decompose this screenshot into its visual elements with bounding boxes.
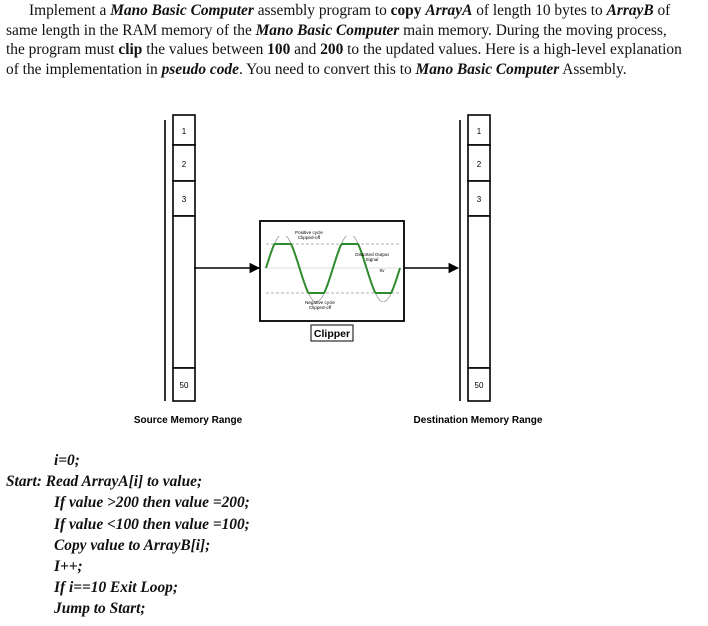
destination-range-label: Destination Memory Range	[414, 415, 543, 426]
dest-cell-3-label: 3	[477, 195, 482, 204]
pseudo-line-6: I++;	[54, 558, 83, 576]
source-memory-range: 1 2 3 50	[164, 114, 196, 402]
pseudo-line-2: Start: Read ArrayA[i] to value;	[6, 473, 203, 491]
dest-cell-50	[467, 367, 491, 402]
source-cell-50-label: 50	[180, 381, 189, 390]
clipper-label-box	[310, 324, 354, 342]
source-cell-gap	[172, 215, 196, 369]
destination-memory-range: 1 2 3 50	[459, 114, 491, 402]
dest-cell-50-label: 50	[475, 381, 484, 390]
source-cell-3-label: 3	[182, 195, 187, 204]
negative-clip-label-2: Clipped-off	[309, 305, 332, 310]
positive-clip-label-1: Positive cycle	[295, 230, 323, 235]
positive-clip-label-2: Clipped-off	[298, 235, 321, 240]
clipped-wave	[265, 243, 401, 294]
source-range-label: Source Memory Range	[134, 415, 243, 426]
pseudo-line-7: If i==10 Exit Loop;	[54, 579, 178, 597]
pseudo-line-4: If value <100 then value =100;	[54, 515, 250, 533]
clipper-label: Clipper	[314, 328, 350, 340]
zero-volt-label: 0v	[380, 268, 386, 273]
memory-clipper-diagram: 1 2 3 50 1 2 3 50 Positive cycle Clipped…	[134, 114, 543, 426]
dest-cell-2-label: 2	[477, 160, 482, 169]
instructions-paragraph: Implement a Mano Basic Computer assembly…	[6, 2, 682, 78]
pseudo-line-5: Copy value to ArrayB[i];	[54, 536, 211, 554]
pseudo-line-8: Jump to Start;	[54, 600, 146, 618]
dest-cell-1-label: 1	[477, 127, 482, 136]
source-cell-2-label: 2	[182, 160, 187, 169]
source-cell-50	[172, 367, 196, 402]
dest-cell-gap	[467, 215, 491, 369]
pseudo-line-3: If value >200 then value =200;	[54, 494, 250, 512]
negative-clip-label-1: Negative cycle	[305, 300, 335, 305]
distorted-label-2: Signal	[366, 257, 379, 262]
pseudo-line-1: i=0;	[54, 452, 80, 469]
clipper-box: Positive cycle Clipped-off Distorted Out…	[259, 220, 405, 322]
source-cell-1-label: 1	[182, 127, 187, 136]
distorted-label-1: Distorted Output	[355, 252, 389, 257]
pseudo-code-block: i=0; Start: Read ArrayA[i] to value; If …	[6, 450, 250, 620]
